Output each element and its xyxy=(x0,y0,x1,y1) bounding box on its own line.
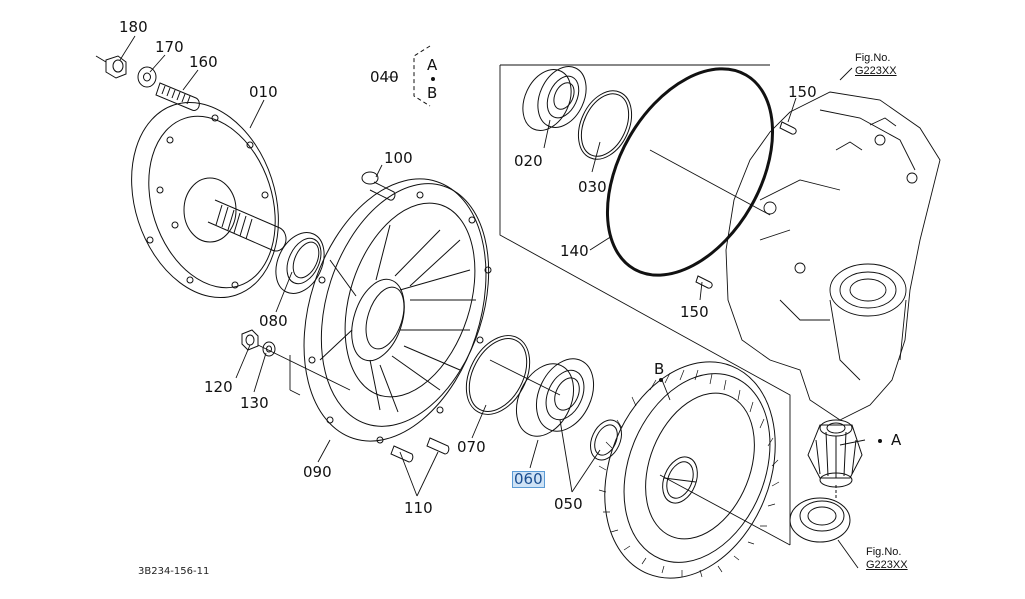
part-label-040[interactable]: 040 xyxy=(370,68,399,86)
part-label-100[interactable]: 100 xyxy=(384,149,413,167)
part-label-050[interactable]: 050 xyxy=(554,495,583,513)
ring-gear-B xyxy=(598,361,780,579)
part-label-160[interactable]: 160 xyxy=(189,53,218,71)
group-dot xyxy=(431,77,435,81)
bearing-020 xyxy=(522,66,587,131)
part-label-150-lower[interactable]: 150 xyxy=(680,303,709,321)
washer-130 xyxy=(262,341,276,357)
part-label-170[interactable]: 170 xyxy=(155,38,184,56)
callout-gear-a: A xyxy=(891,431,902,449)
shim-050 xyxy=(590,419,622,461)
pin-150-upper xyxy=(779,121,797,135)
transmission-housing xyxy=(725,91,941,421)
bearing-060 xyxy=(515,358,595,437)
part-label-080[interactable]: 080 xyxy=(259,312,288,330)
fig-ref-bottom-prefix: Fig.No. xyxy=(866,546,902,558)
part-label-010[interactable]: 010 xyxy=(249,83,278,101)
pinion-bearing xyxy=(789,485,851,543)
part-label-120[interactable]: 120 xyxy=(204,378,233,396)
fig-ref-bottom[interactable]: Fig.No. G223XX xyxy=(866,546,908,571)
stud-160 xyxy=(155,82,200,111)
leader-lines xyxy=(119,35,866,569)
part-label-130[interactable]: 130 xyxy=(240,394,269,412)
part-label-030[interactable]: 030 xyxy=(578,178,607,196)
part-label-180[interactable]: 180 xyxy=(119,18,148,36)
part-label-140[interactable]: 140 xyxy=(560,242,589,260)
pin-150-lower xyxy=(695,275,713,289)
part-label-060-highlighted[interactable]: 060 xyxy=(512,470,545,488)
oring-070 xyxy=(465,335,531,415)
fig-ref-top-code[interactable]: G223XX xyxy=(855,64,897,77)
studs-110 xyxy=(390,437,450,463)
group-040-option-b: B xyxy=(427,84,438,102)
oring-140 xyxy=(605,67,775,277)
seal-080 xyxy=(275,232,325,294)
group-040-bracket xyxy=(413,45,431,107)
part-label-070[interactable]: 070 xyxy=(457,438,486,456)
fig-ref-bottom-code[interactable]: G223XX xyxy=(866,558,908,571)
callout-gear-b: B xyxy=(654,360,665,378)
pinion-gear-A xyxy=(807,419,863,488)
part-label-090[interactable]: 090 xyxy=(303,463,332,481)
bolt-100 xyxy=(361,171,396,201)
part-label-110[interactable]: 110 xyxy=(404,499,433,517)
group-040-option-a: A xyxy=(427,56,438,74)
washer-170 xyxy=(137,66,157,88)
nut-120 xyxy=(241,329,259,351)
drawing-number: 3B234-156-11 xyxy=(138,566,210,577)
part-label-020[interactable]: 020 xyxy=(514,152,543,170)
flange-010 xyxy=(131,101,287,299)
fig-ref-top[interactable]: Fig.No. G223XX xyxy=(855,52,897,77)
nut-180 xyxy=(95,55,127,79)
part-label-150-upper[interactable]: 150 xyxy=(788,83,817,101)
cover-090 xyxy=(303,178,492,444)
fig-ref-top-prefix: Fig.No. xyxy=(855,52,891,64)
shim-030 xyxy=(577,90,633,160)
